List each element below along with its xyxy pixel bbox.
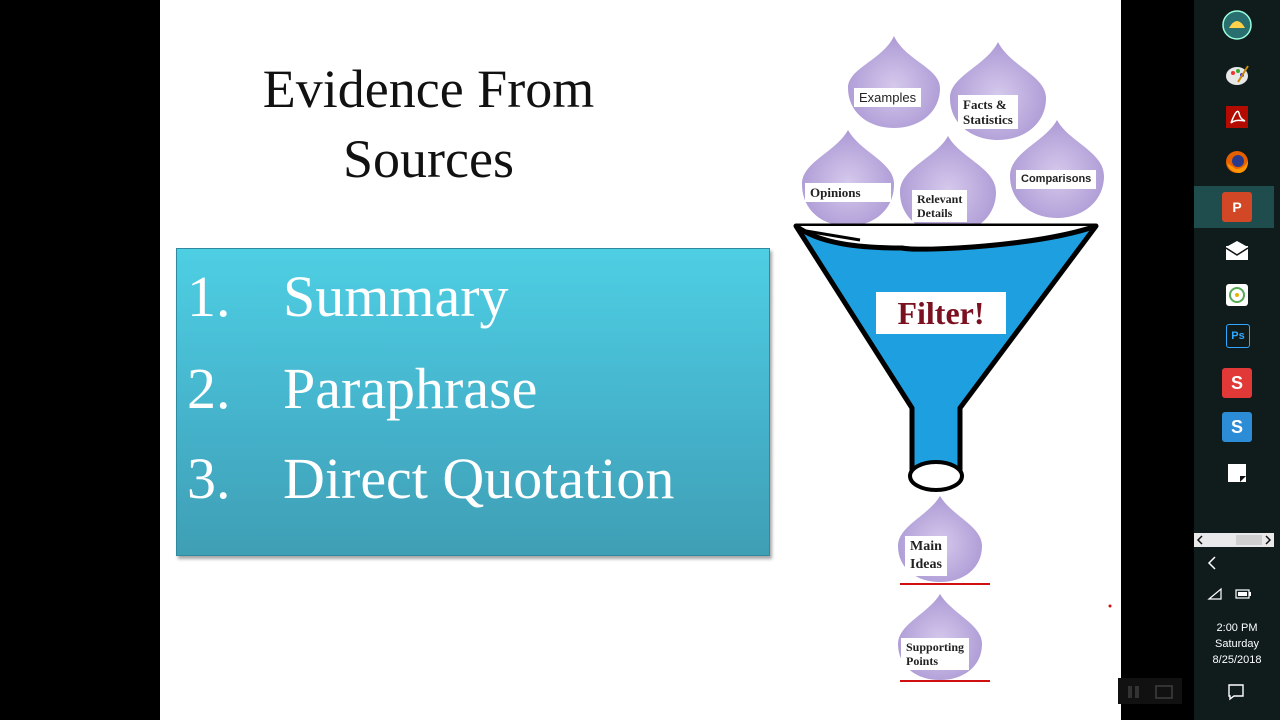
- list-text: Summary: [283, 264, 509, 329]
- pause-icon: [1128, 685, 1173, 699]
- drop-examples: [848, 36, 940, 128]
- list-text: Direct Quotation: [283, 446, 675, 511]
- list-item-direct-quotation: 3. Direct Quotation: [187, 433, 674, 525]
- label-main-line2: Ideas: [910, 557, 942, 572]
- shell-icon[interactable]: [1222, 10, 1252, 40]
- disc-icon[interactable]: [1222, 280, 1252, 310]
- list-number: 1.: [187, 264, 231, 329]
- powerpoint-icon[interactable]: P: [1222, 192, 1252, 222]
- snagit-editor-icon[interactable]: S: [1222, 412, 1252, 442]
- filter-label: Filter!: [876, 292, 1006, 334]
- wifi-icon[interactable]: [1204, 584, 1226, 604]
- taskbar-scrollbar[interactable]: [1194, 533, 1274, 547]
- label-main-ideas: Main Ideas: [905, 536, 947, 576]
- acrobat-icon[interactable]: [1222, 102, 1252, 132]
- title-line-2: Sources: [343, 129, 514, 189]
- label-supporting-points: Supporting Points: [901, 638, 970, 670]
- label-facts-line1: Facts &: [963, 97, 1007, 112]
- slide-title: Evidence From Sources: [226, 54, 631, 194]
- action-center-icon[interactable]: [1224, 680, 1248, 704]
- photoshop-icon[interactable]: Ps: [1226, 324, 1250, 348]
- label-facts: Facts & Statistics: [958, 95, 1018, 129]
- label-relevant-line2: Details: [917, 206, 953, 220]
- left-letterbox: [0, 0, 160, 720]
- snagit-icon[interactable]: S: [1222, 368, 1252, 398]
- label-facts-line2: Statistics: [963, 112, 1013, 127]
- label-opinions: Opinions: [805, 183, 891, 202]
- funnel-shape: [793, 223, 1099, 492]
- label-supporting-line1: Supporting: [906, 640, 965, 654]
- right-letterbox: [1121, 0, 1194, 720]
- list-number: 2.: [187, 356, 231, 421]
- mail-icon[interactable]: [1222, 236, 1252, 266]
- scrollbar-thumb[interactable]: [1236, 535, 1262, 545]
- label-relevant-line1: Relevant: [917, 192, 963, 206]
- clock-date[interactable]: 8/25/2018: [1212, 654, 1262, 666]
- firefox-icon[interactable]: [1222, 147, 1252, 177]
- clock-day[interactable]: Saturday: [1214, 638, 1260, 650]
- list-number: 3.: [187, 446, 231, 511]
- battery-icon[interactable]: [1232, 584, 1254, 604]
- label-relevant: Relevant Details: [912, 190, 968, 222]
- label-supporting-line2: Points: [906, 654, 939, 668]
- label-main-line1: Main: [910, 539, 942, 554]
- list-item-paraphrase: 2. Paraphrase: [187, 343, 537, 435]
- label-comparisons: Comparisons: [1016, 170, 1097, 189]
- list-item-summary: 1. Summary: [187, 251, 509, 343]
- windows-taskbar: P Ps S S 2:00 PM Saturday 8/25/2018: [1194, 0, 1280, 720]
- clock-time[interactable]: 2:00 PM: [1216, 622, 1258, 634]
- list-text: Paraphrase: [283, 356, 538, 421]
- paint-icon[interactable]: [1222, 60, 1252, 90]
- drop-comparisons: [1010, 120, 1104, 218]
- slide-canvas: Evidence From Sources 1. Summary 2. Paraph…: [160, 0, 1121, 720]
- drop-opinions: [802, 130, 894, 226]
- label-examples: Examples: [854, 88, 922, 107]
- video-controls[interactable]: [1118, 678, 1182, 704]
- chevron-left-icon[interactable]: [1202, 550, 1222, 576]
- title-line-1: Evidence From: [262, 59, 595, 119]
- evidence-list-box: 1. Summary 2. Paraphrase 3. Direct Quotatio…: [176, 248, 770, 556]
- sticky-note-icon[interactable]: [1222, 458, 1252, 488]
